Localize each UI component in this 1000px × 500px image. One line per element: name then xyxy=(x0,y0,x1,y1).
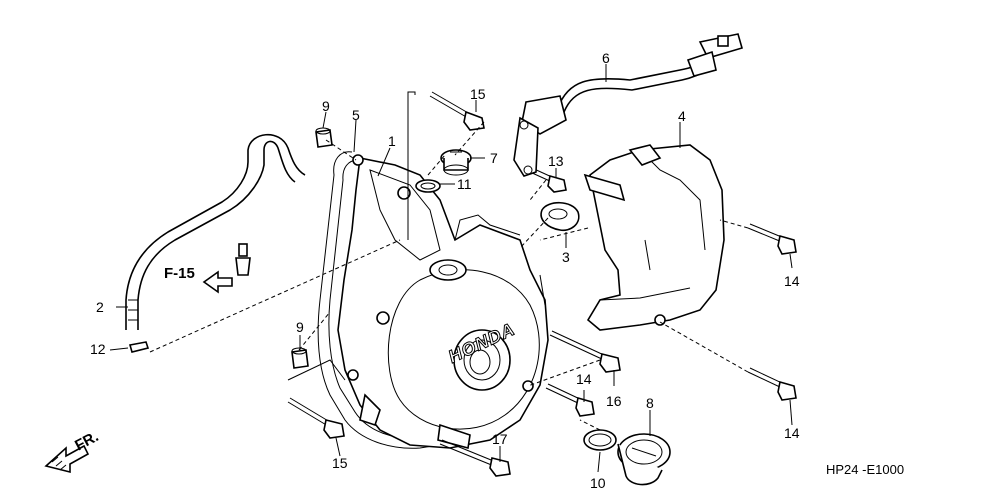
label-part-9-upper: 9 xyxy=(322,98,330,114)
label-part-3: 3 xyxy=(562,249,570,265)
leader-lines xyxy=(109,64,793,473)
timing-hole-cap xyxy=(617,433,671,486)
label-part-15-upper: 15 xyxy=(470,86,486,102)
label-part-7: 7 xyxy=(490,150,498,166)
label-part-14-right-upper: 14 xyxy=(784,273,800,289)
bolt-14-right-lower xyxy=(747,367,797,401)
label-part-17-visible: 17 xyxy=(492,431,508,447)
collar-upper xyxy=(315,127,333,148)
collar-lower xyxy=(291,347,309,369)
o-ring-upper xyxy=(415,179,441,193)
sensor-harness xyxy=(513,33,743,177)
label-part-5: 5 xyxy=(352,107,360,123)
bolt-17 xyxy=(439,439,511,477)
label-part-14-middle: 14 xyxy=(576,371,592,387)
label-part-11: 11 xyxy=(457,176,472,192)
reference-arrow: F-15 xyxy=(164,265,233,294)
grommet xyxy=(540,201,580,232)
assembly-lines xyxy=(149,91,749,431)
diagram-code: HP24 -E1000 xyxy=(826,462,904,477)
label-part-2: 2 xyxy=(96,299,104,315)
breather-hose xyxy=(125,133,306,330)
label-part-13: 13 xyxy=(548,153,564,169)
label-part-8: 8 xyxy=(646,395,654,411)
bolt-14-lower-middle xyxy=(545,383,595,417)
label-part-10: 10 xyxy=(590,475,606,491)
label-part-4: 4 xyxy=(678,108,686,124)
reference-arrow-label: F-15 xyxy=(164,265,195,282)
sensor-cover xyxy=(583,144,725,331)
forward-direction-arrow: FR. xyxy=(44,428,101,474)
label-part-16: 16 xyxy=(606,393,622,409)
o-ring-lower xyxy=(583,429,617,451)
crankcase-cover: HONDA xyxy=(317,151,549,450)
bolt-upper-15 xyxy=(429,91,485,131)
hose-clip xyxy=(128,341,150,353)
oil-filler-cap xyxy=(440,149,472,176)
label-part-9-lower: 9 xyxy=(296,319,304,335)
label-part-15-lower: 15 xyxy=(332,455,348,471)
bolt-lower-15 xyxy=(287,397,345,439)
bolt-16 xyxy=(549,330,621,373)
part-labels: 1 2 3 4 5 6 7 8 9 9 10 11 12 13 14 14 14… xyxy=(90,50,800,491)
label-part-6: 6 xyxy=(602,50,610,66)
label-part-12: 12 xyxy=(90,341,106,357)
label-part-14-right-lower: 14 xyxy=(784,425,800,441)
bolt-14-right-upper xyxy=(747,223,797,255)
push-pin xyxy=(235,243,251,276)
label-part-1: 1 xyxy=(388,133,396,149)
